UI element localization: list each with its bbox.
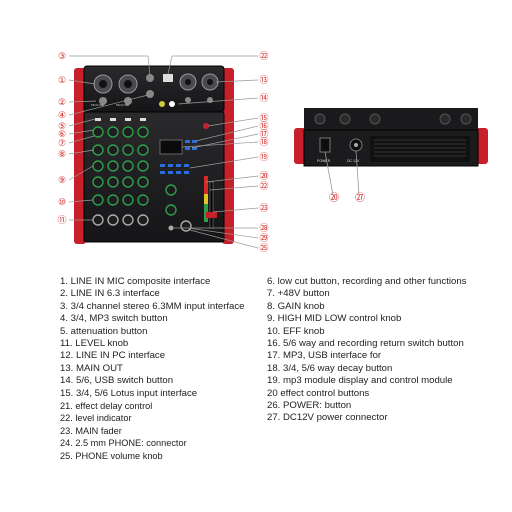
leader-lines bbox=[68, 55, 259, 249]
legend-item: 26. POWER: button bbox=[267, 400, 352, 412]
callouts-rear: ⑳ ㉗ bbox=[329, 192, 365, 204]
channel-knobs bbox=[92, 118, 149, 226]
rear-label-dc12v: DC 12V bbox=[347, 159, 360, 163]
callout-7: ⑦ bbox=[58, 138, 66, 148]
legend-item: 4. 3/4, MP3 switch button bbox=[60, 313, 168, 325]
legend-item: 11. LEVEL knob bbox=[60, 338, 129, 350]
legend-item: 18. 3/4, 5/6 way decay button bbox=[267, 362, 393, 374]
legend-item: 2. LINE IN 6.3 interface bbox=[60, 288, 160, 300]
callout-25: ㉕ bbox=[259, 243, 268, 253]
legend-item: 6. low cut button, recording and other f… bbox=[267, 276, 467, 287]
legend-item: 24. 2.5 mm PHONE: connector bbox=[60, 438, 187, 449]
legend-item: 1. LINE IN MIC composite interface bbox=[60, 276, 211, 287]
legend-left: 1. LINE IN MIC composite interface 2. LI… bbox=[60, 276, 245, 462]
callout-22: ㉒ bbox=[259, 181, 268, 191]
callout-rear-20: ⑳ bbox=[329, 192, 339, 204]
legend-item: 12. LINE IN PC interface bbox=[60, 350, 166, 362]
callout-15: ⑮ bbox=[259, 113, 268, 123]
callout-11: ⑪ bbox=[57, 215, 66, 225]
legend-item: 27. DC12V power connector bbox=[267, 412, 388, 424]
power-led bbox=[203, 123, 209, 129]
legend-item: 8. GAIN knob bbox=[267, 300, 325, 312]
mixer-top-view: MIC/LINE MIC/LINE bbox=[74, 65, 234, 244]
callout-28: ㉘ bbox=[259, 223, 268, 233]
legend-item: 14. 5/6, USB switch button bbox=[60, 375, 174, 387]
legend-item: 21. effect delay control bbox=[60, 401, 153, 412]
mixer-diagram: MIC/LINE MIC/LINE bbox=[57, 51, 488, 253]
callout-19: ⑲ bbox=[259, 152, 268, 162]
legend-item: 9. HIGH MID LOW control knob bbox=[267, 313, 402, 325]
callouts-right: ㉒ ⑬ ⑭ ⑮ ⑯ ⑰ ⑱ ⑲ ⑳ ㉒ ㉓ ㉘ ㉙ ㉕ bbox=[259, 51, 268, 253]
mixer-rear-view: POWER DC 12V bbox=[294, 108, 488, 196]
callout-6: ⑥ bbox=[58, 129, 66, 139]
legend-item: 16. 5/6 way and recording return switch … bbox=[267, 338, 464, 350]
callout-17: ⑰ bbox=[259, 129, 268, 139]
legend-item: 10. EFF knob bbox=[267, 325, 325, 337]
legend-item: 15. 3/4, 5/6 Lotus input interface bbox=[60, 387, 198, 399]
callout-16: ⑯ bbox=[259, 121, 268, 131]
rear-label-power: POWER bbox=[317, 159, 331, 163]
callout-14: ⑭ bbox=[259, 93, 268, 103]
legend-item: 20 effect control buttons bbox=[267, 387, 370, 399]
callout-29: ㉙ bbox=[259, 233, 268, 243]
callout-9: ⑨ bbox=[58, 175, 66, 185]
callout-5: ⑤ bbox=[58, 121, 66, 131]
callout-4: ④ bbox=[58, 110, 66, 120]
callout-rear-27: ㉗ bbox=[355, 192, 365, 204]
callout-2: ② bbox=[58, 97, 66, 107]
legend-item: 5. attenuation button bbox=[60, 325, 148, 337]
legend-right: 6. low cut button, recording and other f… bbox=[267, 276, 466, 425]
legend-item: 19. mp3 module display and control modul… bbox=[267, 375, 453, 387]
xlr-combo-jack bbox=[93, 74, 138, 94]
legend-item: 23. MAIN fader bbox=[60, 425, 122, 436]
mp3-module bbox=[159, 139, 197, 232]
legend-item: 13. MAIN OUT bbox=[60, 362, 123, 374]
callout-8: ⑧ bbox=[58, 149, 66, 159]
legend-item: 17. MP3, USB interface for bbox=[267, 350, 382, 362]
rear-spec-panel bbox=[370, 136, 470, 162]
callout-20: ⑳ bbox=[259, 171, 268, 181]
callout-13: ⑬ bbox=[259, 75, 268, 85]
legend-item: 22. level indicator bbox=[60, 413, 132, 424]
legend-item: 3. 3/4 channel stereo 6.3MM input interf… bbox=[60, 300, 245, 312]
callout-1: ① bbox=[58, 75, 66, 85]
line-jacks bbox=[99, 74, 175, 107]
callout-23: ㉓ bbox=[259, 203, 268, 213]
label-mic-line-1: MIC/LINE bbox=[91, 103, 104, 107]
legend-item: 7. +48V button bbox=[267, 288, 330, 300]
rear-power-switch bbox=[319, 137, 331, 153]
callout-22-top: ㉒ bbox=[259, 51, 268, 61]
label-mic-line-2: MIC/LINE bbox=[116, 103, 129, 107]
callout-3-top: ③ bbox=[58, 51, 66, 61]
callouts-left: ③ ① ② ④ ⑤ ⑥ ⑦ ⑧ ⑨ ⑩ ⑪ bbox=[57, 51, 66, 225]
legend-item: 25. PHONE volume knob bbox=[60, 450, 163, 461]
callout-10: ⑩ bbox=[58, 197, 66, 207]
callout-18: ⑱ bbox=[259, 137, 268, 147]
usb-port bbox=[163, 74, 173, 82]
